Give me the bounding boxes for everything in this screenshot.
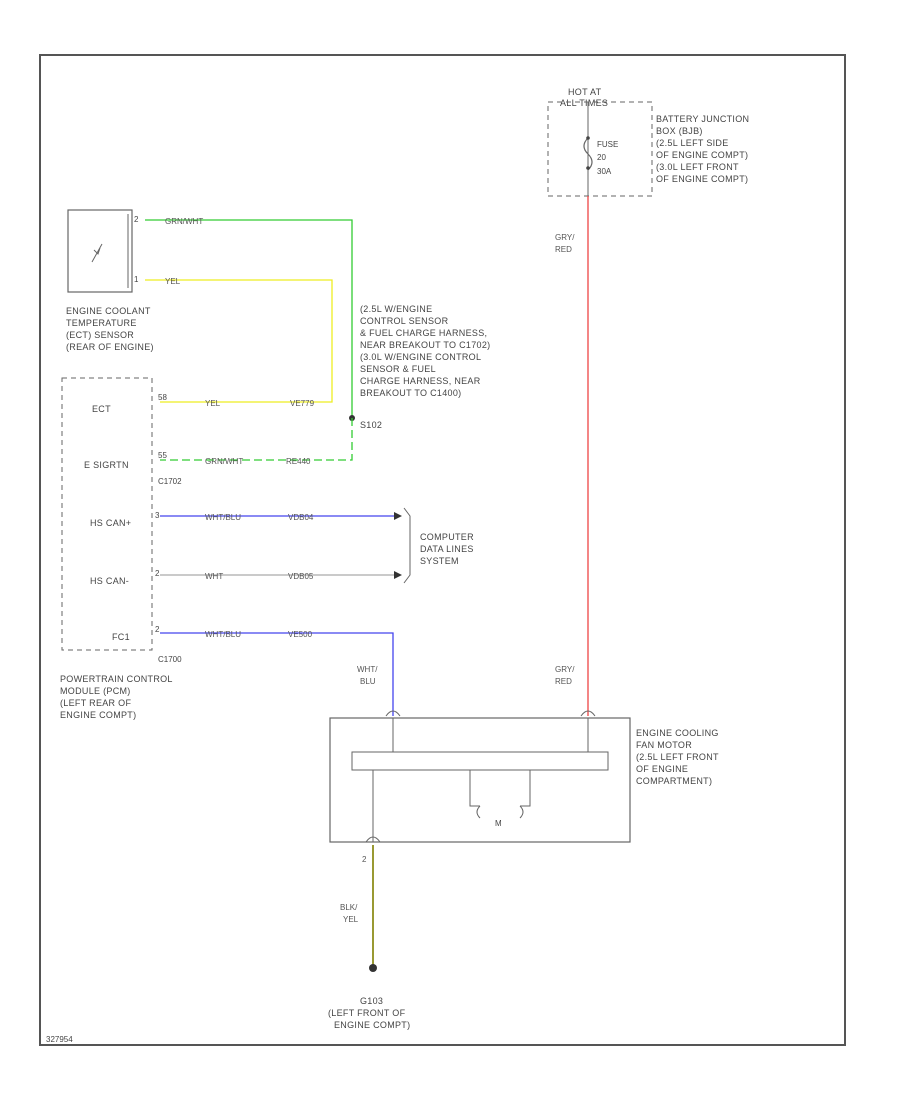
pcm-pin-ect: ECT bbox=[92, 404, 111, 414]
ground-label-1: G103 bbox=[360, 996, 383, 1006]
fc1-wire-color: WHT/BLU bbox=[205, 630, 241, 639]
ect-pcm-wire-circuit: VE779 bbox=[290, 399, 315, 408]
pcm-pin-hscanp-num: 3 bbox=[155, 511, 160, 520]
ect-label-1: ENGINE COOLANT bbox=[66, 306, 151, 316]
gry-red-top-1: GRY/ bbox=[555, 233, 575, 242]
fan-control-wire bbox=[160, 632, 394, 716]
ect-wire-green-label: GRN/WHT bbox=[165, 217, 203, 226]
ect-sensor: 2 1 ENGINE COOLANT TEMPERATURE (ECT) SEN… bbox=[66, 209, 154, 352]
splice-note-7: CHARGE HARNESS, NEAR bbox=[360, 376, 481, 386]
pcm-label-1: POWERTRAIN CONTROL bbox=[60, 674, 173, 684]
bjb-label-5: (3.0L LEFT FRONT bbox=[656, 162, 739, 172]
diagram-id: 327954 bbox=[46, 1035, 73, 1044]
data-lines-bracket bbox=[403, 507, 411, 584]
connector-icon bbox=[385, 710, 401, 717]
splice-note-8: BREAKOUT TO C1400) bbox=[360, 388, 461, 398]
fan-label-5: COMPARTMENT) bbox=[636, 776, 712, 786]
gry-red-top-2: RED bbox=[555, 245, 572, 254]
hscanm-wire-color: WHT bbox=[205, 572, 223, 581]
ground-pin-number: 2 bbox=[362, 855, 367, 864]
hot-at-label-2: ALL TIMES bbox=[560, 98, 608, 108]
fan-label-1: ENGINE COOLING bbox=[636, 728, 719, 738]
splice-note-5: (3.0L W/ENGINE CONTROL bbox=[360, 352, 481, 362]
pcm-connector-top: C1702 bbox=[158, 477, 182, 486]
ect-label-2: TEMPERATURE bbox=[66, 318, 137, 328]
pcm-pin-hscanm-num: 2 bbox=[155, 569, 160, 578]
pcm-pin-sigrtn-num: 55 bbox=[158, 451, 167, 460]
pcm-module: ECT 58 E SIGRTN 55 C1702 HS CAN+ 3 HS CA… bbox=[60, 377, 182, 720]
pcm-pin-fc1: FC1 bbox=[112, 632, 130, 642]
ect-label-4: (REAR OF ENGINE) bbox=[66, 342, 154, 352]
pcm-pin-fc1-num: 2 bbox=[155, 625, 160, 634]
fuse-icon bbox=[583, 137, 593, 171]
pcm-label-4: ENGINE COMPT) bbox=[60, 710, 136, 720]
splice-note-2: CONTROL SENSOR bbox=[360, 316, 449, 326]
fan-label-3: (2.5L LEFT FRONT bbox=[636, 752, 719, 762]
splice-id: S102 bbox=[360, 420, 382, 430]
splice-note-1: (2.5L W/ENGINE bbox=[360, 304, 432, 314]
splice-note: (2.5L W/ENGINE CONTROL SENSOR & FUEL CHA… bbox=[349, 304, 490, 430]
sigrtn-wire-circuit: RE440 bbox=[286, 457, 311, 466]
ect-pin-2: 1 bbox=[134, 275, 139, 284]
pcm-connector-bottom: C1700 bbox=[158, 655, 182, 664]
hscanp-wire-color: WHT/BLU bbox=[205, 513, 241, 522]
gry-red-bottom-1: GRY/ bbox=[555, 665, 575, 674]
ect-pcm-wire-color: YEL bbox=[205, 399, 221, 408]
yellow-sensor-wire bbox=[145, 279, 333, 403]
arrow-icon bbox=[394, 571, 402, 579]
fan-left-wire-1: WHT/ bbox=[357, 665, 378, 674]
data-lines-label-3: SYSTEM bbox=[420, 556, 459, 566]
hscanm-wire-circuit: VDB05 bbox=[288, 572, 314, 581]
pcm-pin-sigrtn: E SIGRTN bbox=[84, 460, 129, 470]
bjb-label-3: (2.5L LEFT SIDE bbox=[656, 138, 729, 148]
fuse-label: FUSE bbox=[597, 140, 618, 149]
splice-note-6: SENSOR & FUEL bbox=[360, 364, 436, 374]
fan-label-2: FAN MOTOR bbox=[636, 740, 692, 750]
arrow-icon bbox=[394, 512, 402, 520]
thermistor-icon bbox=[91, 243, 103, 263]
pcm-pin-ect-num: 58 bbox=[158, 393, 167, 402]
fc1-wire-circuit: VE500 bbox=[288, 630, 313, 639]
sigrtn-wire-color: GRN/WHT bbox=[205, 457, 243, 466]
ect-pin-1: 2 bbox=[134, 215, 139, 224]
green-return-wire bbox=[160, 418, 353, 461]
ground-wire-color-1: BLK/ bbox=[340, 903, 358, 912]
bjb-label-4: OF ENGINE COMPT) bbox=[656, 150, 748, 160]
motor-icon bbox=[476, 805, 524, 819]
pcm-pin-hscanm: HS CAN- bbox=[90, 576, 129, 586]
pcm-label-3: (LEFT REAR OF bbox=[60, 698, 131, 708]
cooling-fan-motor: M ENGINE COOLING FAN MOTOR (2.5L LEFT FR… bbox=[329, 710, 719, 843]
fuse-number: 20 bbox=[597, 153, 606, 162]
data-lines-label-2: DATA LINES bbox=[420, 544, 474, 554]
hot-at-label: HOT AT bbox=[568, 87, 602, 97]
fuse-rating: 30A bbox=[597, 167, 612, 176]
fan-label-4: OF ENGINE bbox=[636, 764, 688, 774]
splice-note-4: NEAR BREAKOUT TO C1702) bbox=[360, 340, 490, 350]
gry-red-bottom-2: RED bbox=[555, 677, 572, 686]
ect-wire-yellow-label: YEL bbox=[165, 277, 181, 286]
hscanp-wire-circuit: VDB04 bbox=[288, 513, 314, 522]
fan-left-wire-2: BLU bbox=[360, 677, 376, 686]
data-lines-label-1: COMPUTER bbox=[420, 532, 474, 542]
bjb-label-1: BATTERY JUNCTION bbox=[656, 114, 749, 124]
bjb-label-6: OF ENGINE COMPT) bbox=[656, 174, 748, 184]
green-sensor-wire bbox=[145, 219, 353, 418]
connector-icon bbox=[580, 710, 596, 717]
pcm-pin-hscanp: HS CAN+ bbox=[90, 518, 131, 528]
ground-wire-color-2: YEL bbox=[343, 915, 359, 924]
connector-icon bbox=[365, 836, 381, 843]
motor-symbol: M bbox=[495, 819, 502, 828]
diagram-frame bbox=[39, 54, 846, 1046]
ground-point bbox=[369, 964, 377, 972]
ground-label-3: ENGINE COMPT) bbox=[334, 1020, 410, 1030]
splice-note-3: & FUEL CHARGE HARNESS, bbox=[360, 328, 487, 338]
bjb-label-2: BOX (BJB) bbox=[656, 126, 703, 136]
ground-label-2: (LEFT FRONT OF bbox=[328, 1008, 406, 1018]
pcm-label-2: MODULE (PCM) bbox=[60, 686, 131, 696]
ect-label-3: (ECT) SENSOR bbox=[66, 330, 134, 340]
battery-junction-box: HOT AT ALL TIMES FUSE 20 30A BATTERY JUN… bbox=[547, 87, 749, 197]
